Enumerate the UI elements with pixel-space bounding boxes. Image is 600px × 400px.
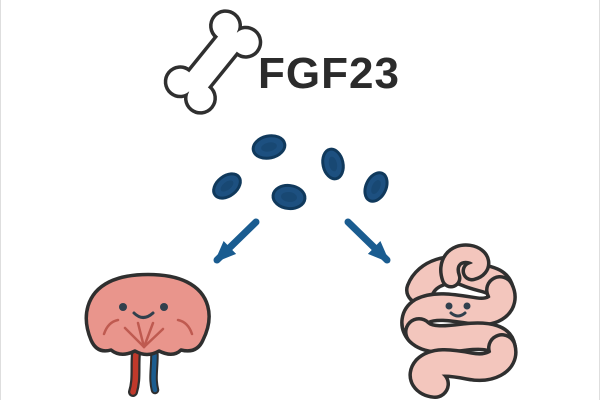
hormone-cell-icon	[363, 171, 389, 203]
kidney-right-eye	[160, 303, 168, 311]
kidney-inner-detail	[102, 318, 194, 349]
hormone-cells-group	[212, 134, 389, 211]
intestine-left-eye	[445, 302, 453, 310]
kidney-smile	[132, 311, 155, 319]
intestine-coils	[400, 243, 518, 399]
hormone-cell-icon	[271, 183, 307, 211]
intestine-right-eye	[463, 302, 471, 310]
kidney-face	[119, 303, 168, 319]
hormone-cell-icon	[212, 172, 242, 200]
arrow-down-left-icon	[213, 218, 260, 264]
intestine-smile	[449, 311, 467, 318]
intestine-face	[445, 302, 471, 318]
hormone-cell-icon	[251, 134, 287, 160]
kidney-icon	[84, 272, 211, 397]
bone-icon	[163, 9, 263, 115]
fgf23-label: FGF23	[258, 49, 400, 98]
kidney-body	[84, 272, 211, 357]
intestine-icon	[400, 243, 518, 399]
hormone-cell-icon	[321, 147, 345, 181]
kidney-left-eye	[119, 303, 127, 311]
arrow-down-right-icon	[344, 218, 391, 264]
